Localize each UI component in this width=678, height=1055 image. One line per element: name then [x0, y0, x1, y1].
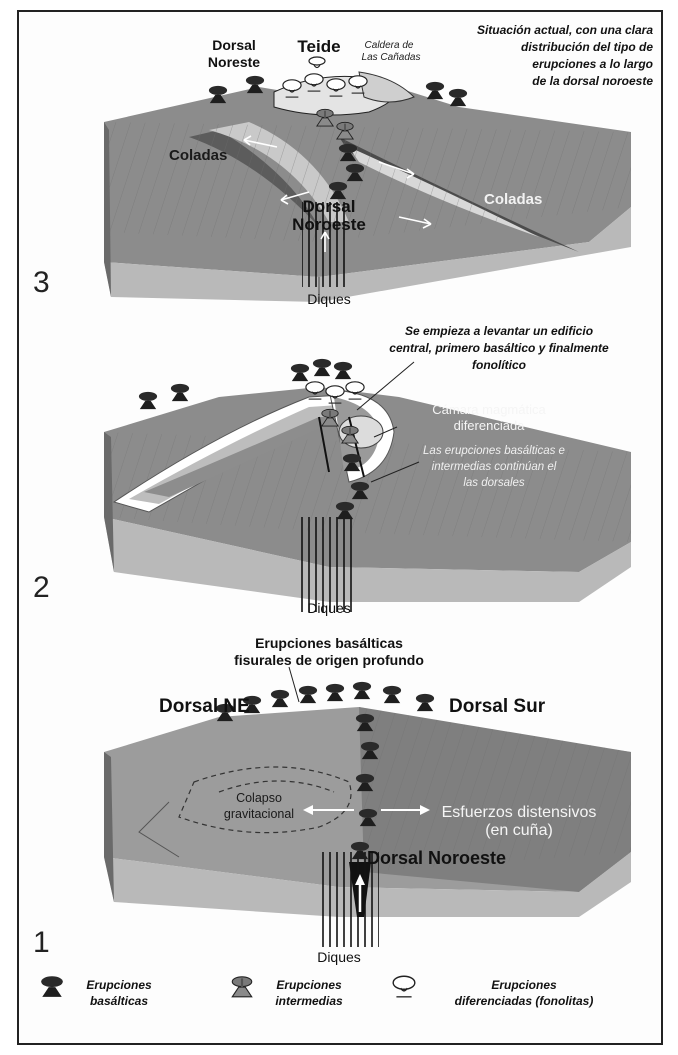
panel-2: 2 Se empieza a levantar un edificio cent… — [33, 324, 631, 616]
panel-3-caption: Situación actual, con una clara distribu… — [477, 23, 653, 88]
dorsal-ne-label: Dorsal NE — [159, 696, 250, 717]
caption-pointer-line — [289, 667, 299, 702]
caption-line: fisurales de origen profundo — [234, 652, 424, 668]
basaltic-cone-icon — [326, 684, 344, 701]
svg-text:Colapso: Colapso — [236, 791, 282, 805]
svg-text:Noreste: Noreste — [208, 54, 260, 70]
basaltic-cone-icon — [41, 976, 63, 997]
caption-line: fonolítico — [472, 358, 526, 372]
teide-label: Teide — [297, 37, 340, 56]
basaltic-cone-icon — [313, 359, 331, 376]
basaltic-cone-icon — [449, 89, 467, 106]
basaltic-cone-icon — [416, 694, 434, 711]
intermediate-cone-icon — [232, 977, 252, 997]
legend-label: basálticas — [90, 994, 148, 1008]
teide-marker-icon — [309, 57, 325, 68]
block-diagram-2 — [104, 387, 631, 612]
svg-text:diferenciada: diferenciada — [454, 418, 526, 433]
svg-text:Dorsal: Dorsal — [303, 197, 356, 216]
diagram-canvas: 3 Situación actual, con una clara distri… — [19, 12, 661, 1043]
diques-label-3: Diques — [307, 291, 351, 307]
legend-label: Erupciones — [276, 978, 342, 992]
panel-1-caption: Erupciones basálticas fisurales de orige… — [234, 635, 424, 668]
caption-line: central, primero basáltico y finalmente — [389, 341, 609, 355]
svg-text:Caldera de: Caldera de — [365, 40, 414, 51]
diques-label-2: Diques — [307, 600, 351, 616]
svg-text:Esfuerzos distensivos: Esfuerzos distensivos — [442, 804, 597, 821]
dorsal-noreste-label: Dorsal Noreste — [208, 37, 260, 70]
coladas-right-label: Coladas — [484, 191, 542, 208]
caption-line: Situación actual, con una clara — [477, 23, 653, 37]
basaltic-cone-icon — [383, 686, 401, 703]
block-diagram-3 — [104, 72, 631, 302]
caption-line: de la dorsal noroeste — [532, 74, 653, 88]
diques-label-1: Diques — [317, 949, 361, 965]
svg-text:intermedias continúan el: intermedias continúan el — [432, 461, 557, 473]
panel-1: 1 Erupciones basálticas fisurales de ori… — [33, 635, 631, 965]
legend-label: diferenciadas (fonolitas) — [455, 994, 594, 1008]
basaltic-cone-icon — [139, 392, 157, 409]
coladas-left-label: Coladas — [169, 147, 227, 164]
caption-line: Erupciones basálticas — [255, 635, 403, 651]
svg-text:Cámara magmática: Cámara magmática — [432, 402, 546, 417]
basaltic-cone-icon — [291, 364, 309, 381]
legend-diferenciadas: Erupciones diferenciadas (fonolitas) — [393, 976, 593, 1008]
caption-line: Se empieza a levantar un edificio — [405, 324, 593, 338]
caption-line: erupciones a lo largo — [532, 57, 653, 71]
dorsal-sur-label: Dorsal Sur — [449, 696, 546, 717]
svg-text:Las erupciones basálticas e: Las erupciones basálticas e — [423, 445, 565, 457]
basaltic-cone-icon — [246, 76, 264, 93]
basaltic-cone-icon — [426, 82, 444, 99]
dorsal-noroeste-label-3: Dorsal Noroeste — [292, 197, 366, 234]
legend: Erupciones basálticas Erupciones interme… — [41, 976, 593, 1008]
legend-label: intermedias — [275, 994, 343, 1008]
panel-3: 3 Situación actual, con una clara distri… — [33, 23, 653, 307]
caldera-label: Caldera de Las Cañadas — [362, 40, 421, 63]
legend-label: Erupciones — [491, 978, 557, 992]
legend-intermedias: Erupciones intermedias — [232, 977, 343, 1008]
svg-text:Dorsal: Dorsal — [212, 37, 256, 53]
panel-3-number: 3 — [33, 266, 50, 299]
legend-basalticas: Erupciones basálticas — [41, 976, 152, 1008]
basaltic-cone-icon — [334, 362, 352, 379]
svg-text:Noroeste: Noroeste — [292, 215, 366, 234]
differentiated-cone-icon — [393, 976, 415, 997]
svg-text:las dorsales: las dorsales — [463, 477, 525, 489]
caption-line: distribución del tipo de — [521, 40, 653, 54]
panel-2-number: 2 — [33, 571, 50, 604]
dorsal-noroeste-label-1: Dorsal Noroeste — [367, 848, 506, 868]
svg-text:Las Cañadas: Las Cañadas — [362, 52, 421, 63]
svg-text:(en cuña): (en cuña) — [485, 822, 553, 839]
basaltic-cone-icon — [271, 690, 289, 707]
basaltic-cone-icon — [209, 86, 227, 103]
basaltic-cone-icon — [171, 384, 189, 401]
basaltic-cone-icon — [299, 686, 317, 703]
figure-frame: 3 Situación actual, con una clara distri… — [17, 10, 663, 1045]
legend-label: Erupciones — [86, 978, 152, 992]
panel-1-number: 1 — [33, 926, 50, 959]
svg-text:gravitacional: gravitacional — [224, 807, 294, 821]
basaltic-cone-icon — [353, 682, 371, 699]
panel-2-caption: Se empieza a levantar un edificio centra… — [389, 324, 609, 372]
